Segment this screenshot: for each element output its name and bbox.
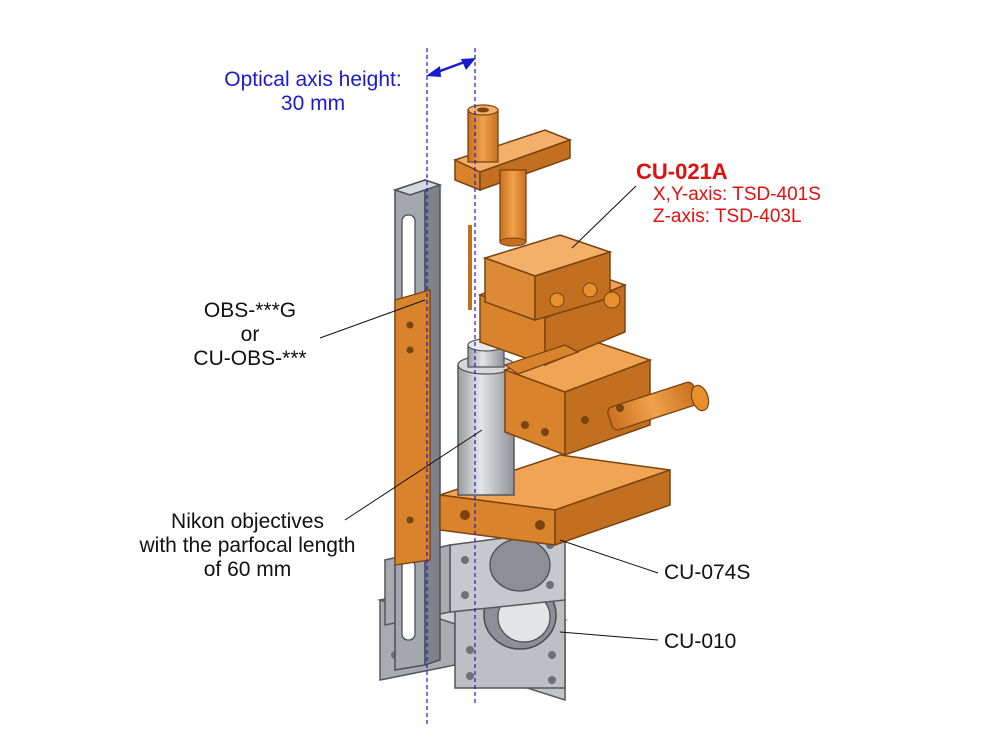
stage-xy-axis: X,Y-axis: TSD-401S <box>653 184 821 205</box>
top-holder-arm <box>453 104 573 310</box>
optical-axis-line2: 30 mm <box>280 92 346 115</box>
cu-074s-label: CU-074S <box>664 561 751 584</box>
stage-model: CU-021A <box>636 159 728 184</box>
objective-line2: with the parfocal length <box>139 534 356 557</box>
rail-bracket <box>394 289 431 566</box>
base-plate <box>439 454 671 547</box>
optical-axis-lines <box>426 48 476 725</box>
leader-lines <box>319 185 659 641</box>
optical-axis-line1: Optical axis height: <box>224 68 402 91</box>
stage-label: CU-021A X,Y-axis: TSD-401S Z-axis: TSD-4… <box>636 160 866 228</box>
translation-stage <box>477 234 710 457</box>
obs-line2: or <box>240 323 260 346</box>
optical-axis-label: Optical axis height: 30 mm <box>198 68 428 116</box>
obs-line1: OBS-***G <box>203 299 297 322</box>
axis-height-arrow <box>426 58 476 77</box>
obs-line3: CU-OBS-*** <box>193 347 307 370</box>
obs-label: OBS-***G or CU-OBS-*** <box>170 299 330 371</box>
objective-line1: Nikon objectives <box>171 510 324 533</box>
cu-010-label: CU-010 <box>664 630 737 653</box>
objective-line3: of 60 mm <box>203 558 292 581</box>
objective-label: Nikon objectives with the parfocal lengt… <box>115 510 380 582</box>
stage-z-axis: Z-axis: TSD-403L <box>653 206 802 227</box>
